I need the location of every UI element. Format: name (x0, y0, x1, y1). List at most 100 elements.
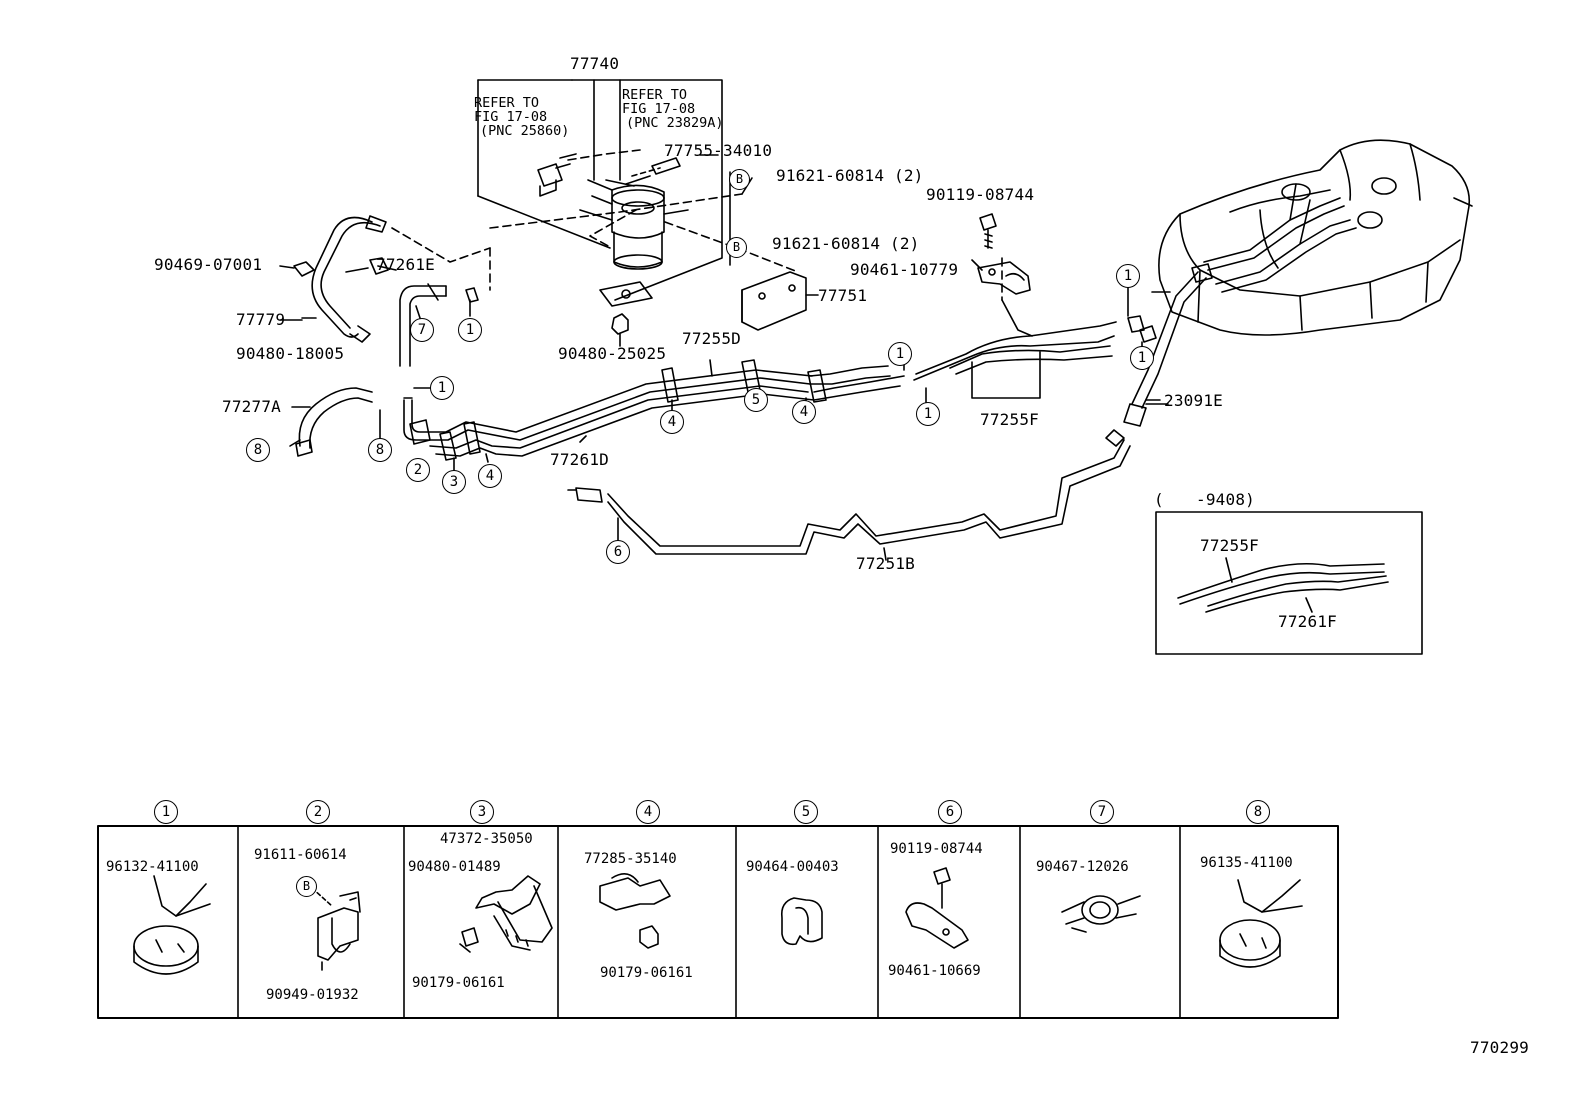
legend-header-6: 6 (938, 800, 962, 824)
callout-4-b: 4 (660, 410, 684, 434)
leader-lines (279, 154, 1161, 561)
hose-77261e (369, 257, 479, 367)
part-label-77277a: 77277A (222, 397, 281, 416)
main-pipes (403, 359, 905, 461)
callout-1-b: 1 (430, 376, 454, 400)
legend-header-1: 1 (154, 800, 178, 824)
grommet-90480-25025 (611, 313, 629, 347)
legend-clip-1 (133, 875, 211, 975)
part-label-77255d: 77255D (682, 329, 741, 348)
legend-header-7: 7 (1090, 800, 1114, 824)
fuel-tank (1151, 139, 1473, 336)
part-label-77751: 77751 (818, 286, 868, 305)
pipes-77255f (913, 299, 1157, 399)
callout-4-a: 4 (478, 464, 502, 488)
canister (579, 179, 689, 307)
bolt-90119-08744 (979, 213, 997, 249)
legend-2-part-b: 90949-01932 (266, 987, 359, 1003)
inset-box (1155, 511, 1423, 655)
legend-header-5: 5 (794, 800, 818, 824)
bolt-marker-b-1: B (729, 169, 750, 190)
legend-8-part-a: 96135-41100 (1200, 855, 1293, 871)
hose-77755 (625, 157, 681, 185)
bolt-marker-b-2: B (726, 237, 747, 258)
part-label-90119-08744: 90119-08744 (926, 185, 1035, 204)
callout-1-c: 1 (888, 342, 912, 366)
refer-note-right-line3: (PNC 23829A) (626, 115, 724, 131)
legend-3-part-c: 90179-06161 (412, 975, 505, 991)
callout-6: 6 (606, 540, 630, 564)
pipe-77251b (567, 429, 1131, 555)
inset-open-paren: ( (1154, 490, 1164, 509)
legend-4-part-b: 90179-06161 (600, 965, 693, 981)
callout-8-b: 8 (368, 438, 392, 462)
inset-header: -9408) (1196, 490, 1255, 509)
part-label-90480-18005: 90480-18005 (236, 344, 345, 363)
legend-3-part-b: 90480-01489 (408, 859, 501, 875)
legend-6-part-b: 90461-10669 (888, 963, 981, 979)
callout-3: 3 (442, 470, 466, 494)
callout-2: 2 (406, 458, 430, 482)
legend-6-part-a: 90119-08744 (890, 841, 983, 857)
refer-note-left: REFER TO FIG 17-08 (PNC 25860) (474, 96, 569, 138)
part-label-77755-34010: 77755-34010 (664, 141, 773, 160)
part-label-91621-60814-a: 91621-60814 (2) (776, 166, 924, 185)
inset-label-77261f: 77261F (1278, 612, 1337, 631)
figure-code: 770299 (1470, 1038, 1529, 1057)
legend-header-8: 8 (1246, 800, 1270, 824)
part-label-90469-07001: 90469-07001 (154, 255, 263, 274)
legend-table (97, 825, 1339, 1019)
refer-note-right-line1: REFER TO (622, 87, 688, 103)
refer-note-right-line2: FIG 17-08 (622, 101, 696, 117)
part-label-90461-10779: 90461-10779 (850, 260, 959, 279)
part-label-23091e: 23091E (1164, 391, 1223, 410)
legend-5-part-a: 90464-00403 (746, 859, 839, 875)
callout-1-a: 1 (458, 318, 482, 342)
refer-note-left-line2: FIG 17-08 (474, 109, 548, 125)
bracket-77751 (741, 271, 819, 331)
part-label-77261e: 77261E (376, 255, 435, 274)
legend-header-4: 4 (636, 800, 660, 824)
refer-note-right: REFER TO FIG 17-08 (PNC 23829A) (622, 88, 724, 130)
legend-header-3: 3 (470, 800, 494, 824)
legend-4-part-a: 77285-35140 (584, 851, 677, 867)
legend-2-part-a: 91611-60614 (254, 847, 347, 863)
callout-5: 5 (744, 388, 768, 412)
legend-clip-4 (599, 873, 671, 949)
assembly-label-77740: 77740 (570, 54, 620, 73)
part-label-77779: 77779 (236, 310, 286, 329)
legend-7-part-a: 90467-12026 (1036, 859, 1129, 875)
tank-lines (1203, 183, 1357, 293)
part-label-90480-25025: 90480-25025 (558, 344, 667, 363)
bracket-90461-10779 (977, 261, 1031, 295)
legend-clip-2 (311, 887, 361, 971)
part-label-77251b: 77251B (856, 554, 915, 573)
hose-23091e (1123, 263, 1213, 427)
callout-1-d: 1 (916, 402, 940, 426)
hose-77779 (279, 215, 387, 343)
callout-8-a: 8 (246, 438, 270, 462)
part-label-77255f: 77255F (980, 410, 1039, 429)
legend-clip-6 (905, 867, 969, 949)
legend-clip-3 (459, 875, 553, 953)
inset-label-77255f: 77255F (1200, 536, 1259, 555)
part-label-91621-60814-b: 91621-60814 (2) (772, 234, 920, 253)
refer-note-left-line1: REFER TO (474, 95, 540, 111)
callout-7: 7 (410, 318, 434, 342)
legend-clip-5 (780, 897, 823, 946)
legend-clip-8 (1219, 879, 1303, 968)
assembly-frame (477, 79, 731, 301)
hose-77277a (295, 387, 373, 457)
legend-1-part-a: 96132-41100 (106, 859, 199, 875)
callout-1-e: 1 (1116, 264, 1140, 288)
part-label-77261d: 77261D (550, 450, 609, 469)
legend-clip-7 (1061, 895, 1141, 933)
callout-4-c: 4 (792, 400, 816, 424)
legend-3-part-a: 47372-35050 (440, 831, 533, 847)
refer-note-left-line3: (PNC 25860) (480, 123, 570, 139)
vacuum-valve (537, 153, 577, 197)
callout-1-f: 1 (1130, 346, 1154, 370)
legend-header-2: 2 (306, 800, 330, 824)
